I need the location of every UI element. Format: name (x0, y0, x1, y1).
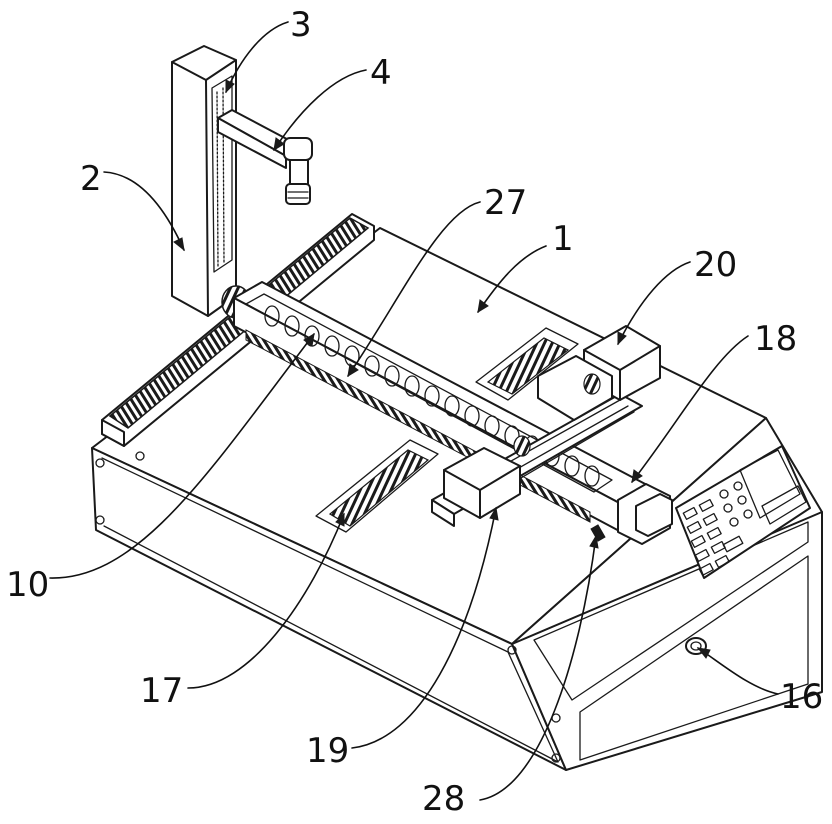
label-10: 10 (6, 565, 49, 605)
label-27: 27 (484, 183, 527, 223)
label-17: 17 (140, 671, 183, 711)
vertical-column (172, 46, 250, 318)
label-20: 20 (694, 245, 737, 285)
label-16: 16 (780, 677, 823, 717)
label-4: 4 (370, 53, 392, 93)
label-1: 1 (552, 219, 574, 259)
label-3: 3 (290, 5, 312, 45)
label-19: 19 (306, 731, 349, 771)
label-28: 28 (422, 779, 465, 819)
label-18: 18 (754, 319, 797, 359)
label-2: 2 (80, 159, 102, 199)
